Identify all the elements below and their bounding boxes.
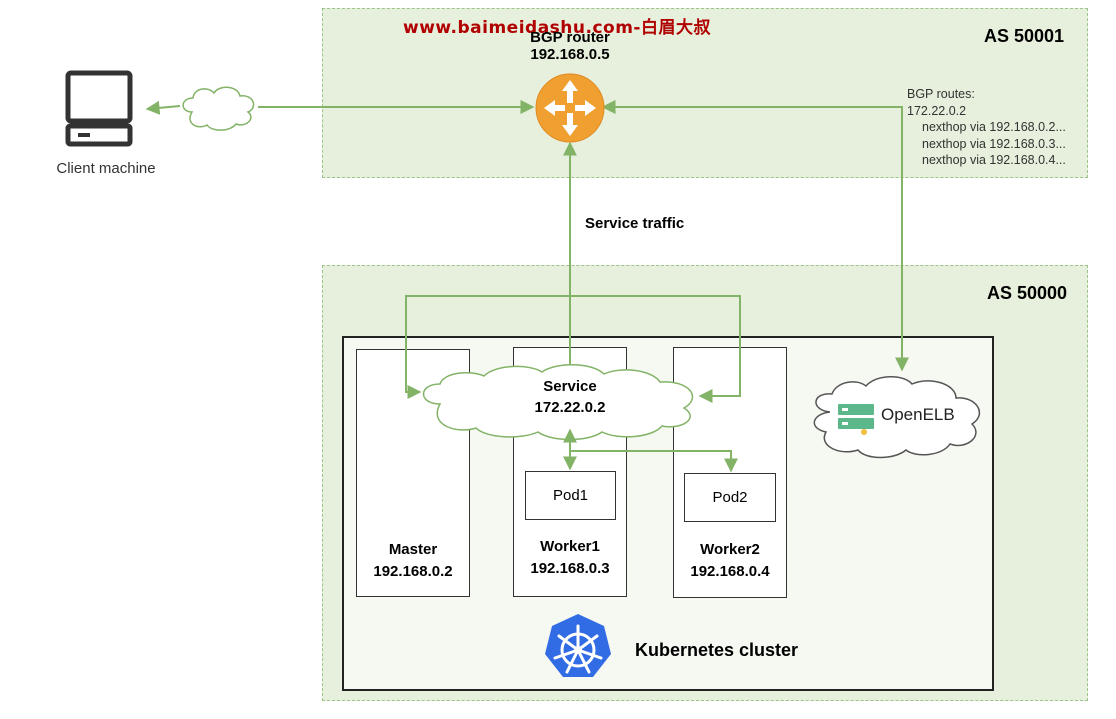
pod1-box: Pod1 bbox=[525, 471, 616, 520]
service-cloud-icon bbox=[422, 364, 694, 441]
bgp-routes-hop: nexthop via 192.168.0.3... bbox=[922, 136, 1066, 151]
bgp-routes-info: BGP routes: 172.22.0.2 nexthop via 192.1… bbox=[907, 86, 1066, 169]
bgp-routes-hop: nexthop via 192.168.0.4... bbox=[922, 153, 1066, 167]
bgp-router-ip: 192.168.0.5 bbox=[530, 46, 610, 63]
worker1-node-ip: 192.168.0.3 bbox=[530, 560, 610, 577]
service-loop-right bbox=[570, 295, 741, 403]
openelb-router-arrow bbox=[601, 100, 909, 372]
service-pod2-arrow bbox=[570, 450, 738, 473]
bgp-router-icon bbox=[535, 73, 605, 143]
master-node-name: Master bbox=[388, 541, 438, 558]
pod2-box: Pod2 bbox=[684, 473, 776, 522]
client-cloud-arrow bbox=[145, 100, 181, 115]
worker2-node-name: Worker2 bbox=[700, 541, 760, 558]
master-node-ip: 192.168.0.2 bbox=[373, 563, 453, 580]
openelb-label: OpenELB bbox=[881, 405, 955, 424]
bgp-router-name: BGP router bbox=[530, 29, 610, 46]
service-ip: 172.22.0.2 bbox=[534, 399, 606, 416]
kubernetes-cluster-label: Kubernetes cluster bbox=[635, 640, 799, 660]
client-machine-icon bbox=[65, 70, 133, 147]
client-machine-label: Client machine bbox=[56, 160, 156, 177]
service-traffic-label: Service traffic bbox=[585, 215, 685, 232]
worker2-node-ip: 192.168.0.4 bbox=[690, 563, 770, 580]
as-50001-label: AS 50001 bbox=[984, 26, 1065, 46]
kubernetes-logo-icon bbox=[545, 614, 611, 677]
worker2-node bbox=[673, 347, 787, 598]
openelb-cloud-icon bbox=[813, 376, 980, 459]
service-name: Service bbox=[543, 378, 597, 395]
service-loop-left bbox=[405, 295, 570, 399]
watermark: www.baimeidashu.com-白眉大叔 bbox=[403, 18, 711, 38]
as-50000-label: AS 50000 bbox=[987, 283, 1068, 303]
bgp-routes-title: BGP routes: bbox=[907, 87, 975, 101]
internet-cloud-icon bbox=[182, 86, 255, 131]
bgp-routes-prefix: 172.22.0.2 bbox=[907, 103, 967, 118]
openelb-server-icon bbox=[838, 404, 874, 435]
worker1-node-name: Worker1 bbox=[540, 538, 600, 555]
bgp-routes-hop: nexthop via 192.168.0.2... bbox=[922, 120, 1066, 134]
